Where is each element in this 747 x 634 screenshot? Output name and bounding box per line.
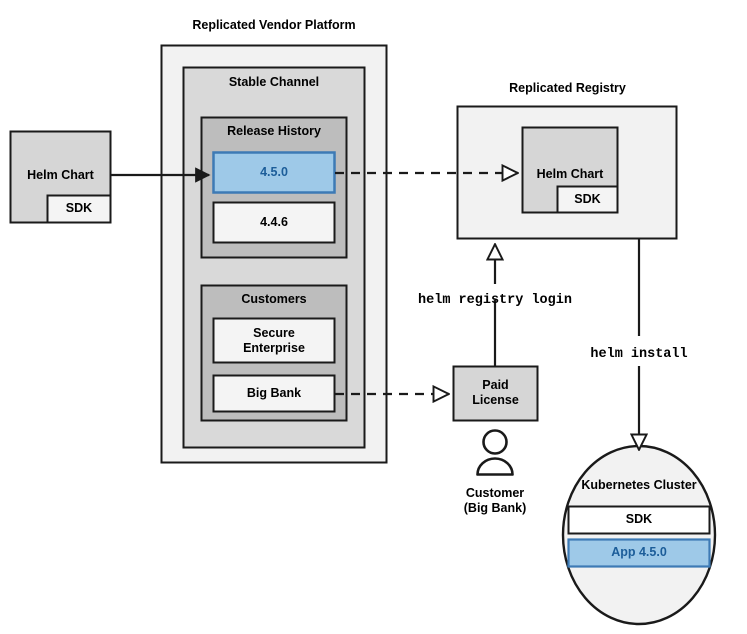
registry-sdk-box[interactable] [556, 185, 619, 214]
customer-big-bank-box[interactable] [212, 374, 336, 413]
cluster-sdk-box[interactable] [567, 505, 711, 535]
sdk-source-box[interactable] [46, 194, 112, 224]
paid-license-box[interactable] [452, 365, 539, 422]
edge-label-helm-registry-login: helm registry login [418, 293, 572, 308]
edge-label-helm-install: helm install [590, 347, 688, 362]
kubernetes-cluster-circle [561, 444, 717, 626]
cluster-app-box[interactable] [567, 538, 711, 568]
release-450-box[interactable] [212, 151, 336, 194]
release-446-box[interactable] [212, 201, 336, 244]
customer-person-icon [476, 429, 514, 476]
customer-secure-enterprise-box[interactable] [212, 317, 336, 364]
